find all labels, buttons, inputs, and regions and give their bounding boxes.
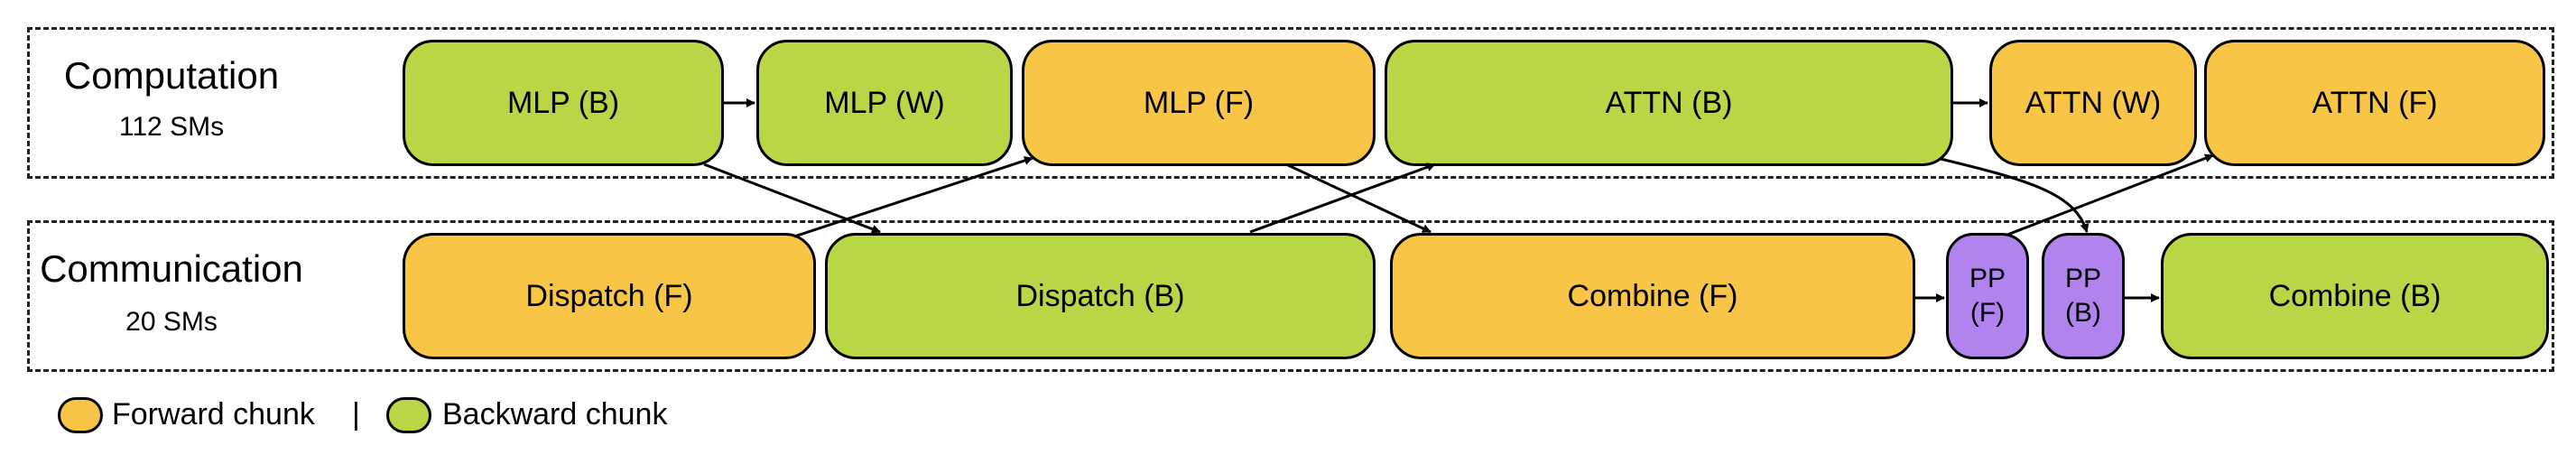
computation-subtitle: 112 SMs xyxy=(118,112,225,142)
mlp-weight-block: MLP (W) xyxy=(756,40,1013,166)
dispatch-backward-block: Dispatch (B) xyxy=(825,233,1376,359)
pp-backward-block: PP (B) xyxy=(2042,233,2125,359)
legend-backward-label: Backward chunk xyxy=(442,397,668,432)
legend-forward-swatch xyxy=(58,397,103,433)
combine-forward-block: Combine (F) xyxy=(1390,233,1915,359)
pp-backward-line1: PP xyxy=(2064,264,2102,293)
legend-forward-label: Forward chunk xyxy=(112,397,315,432)
legend-backward-swatch xyxy=(386,397,431,433)
attn-forward-block: ATTN (F) xyxy=(2204,40,2545,166)
mlp-backward-block: MLP (B) xyxy=(403,40,724,166)
dispatch-forward-block: Dispatch (F) xyxy=(403,233,816,359)
attn-backward-block: ATTN (B) xyxy=(1385,40,1953,166)
combine-backward-block: Combine (B) xyxy=(2161,233,2549,359)
mlp-forward-block: MLP (F) xyxy=(1022,40,1376,166)
communication-title: Communication xyxy=(40,247,303,290)
communication-subtitle: 20 SMs xyxy=(125,307,218,337)
legend-separator: | xyxy=(352,397,360,432)
pp-backward-line2: (B) xyxy=(2065,298,2101,328)
pp-forward-line2: (F) xyxy=(1969,298,2006,328)
attn-weight-block: ATTN (W) xyxy=(1989,40,2197,166)
pp-forward-line1: PP xyxy=(1969,264,2006,293)
computation-title: Computation xyxy=(63,54,280,97)
pp-forward-block: PP (F) xyxy=(1946,233,2029,359)
